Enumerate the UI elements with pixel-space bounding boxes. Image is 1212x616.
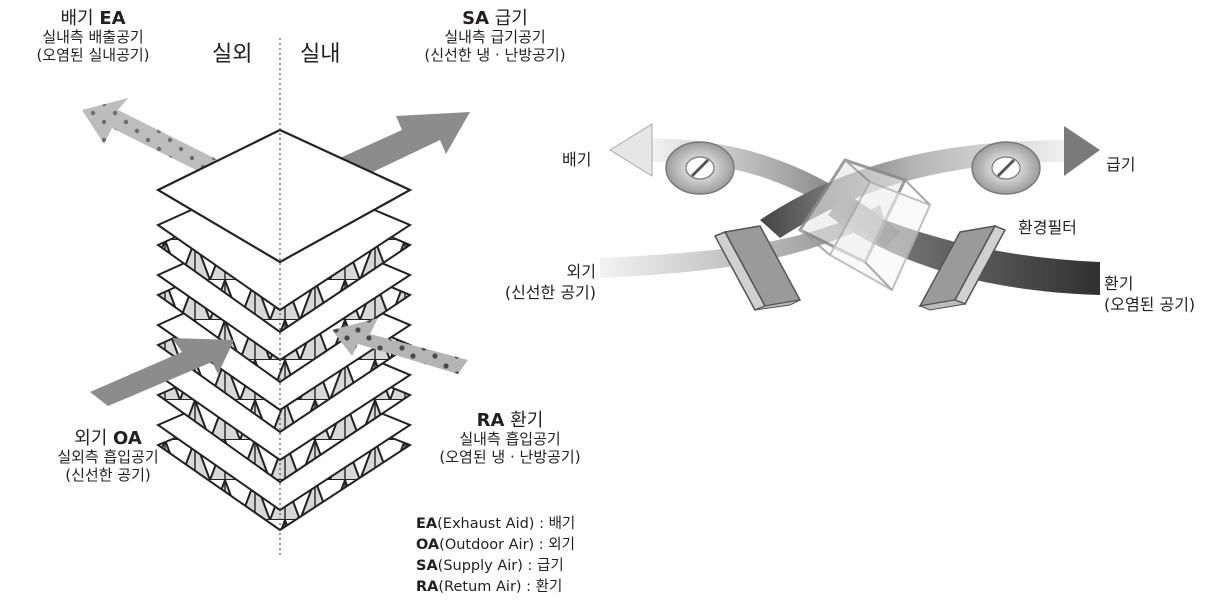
legend-item: RA(Retum Air) : 환기	[416, 577, 575, 598]
legend-item: OA(Outdoor Air) : 외기	[416, 535, 575, 556]
return-title: 환기	[1104, 274, 1134, 293]
legend-code: RA	[416, 578, 439, 595]
outdoor-title: 외기	[566, 262, 596, 281]
abbreviation-legend: EA(Exhaust Aid) : 배기 OA(Outdoor Air) : 외…	[416, 514, 575, 598]
exhaust-label: 배기	[562, 150, 592, 169]
zone-outdoor-label: 실외	[212, 42, 253, 67]
oa-prefix: 외기	[74, 428, 108, 449]
return-label: 환기 (오염된 공기)	[1104, 274, 1195, 316]
oa-note: (신선한 공기)	[65, 465, 151, 484]
sa-code: SA	[462, 8, 490, 29]
oa-label: 외기 OA 실외측 흡입공기 (신선한 공기)	[28, 428, 188, 485]
oa-code: OA	[113, 428, 142, 449]
legend-code: EA	[416, 516, 438, 532]
ra-code: RA	[476, 410, 505, 431]
return-note: (오염된 공기)	[1104, 294, 1196, 314]
ea-code: EA	[99, 8, 126, 29]
sa-suffix: 급기	[494, 8, 528, 29]
ra-note: (오염된 냉 · 난방공기)	[439, 447, 581, 466]
heat-exchanger-core	[82, 38, 470, 555]
sa-desc: 실내측 급기공기	[444, 28, 546, 47]
outdoor-label: 외기 (신선한 공기)	[486, 262, 596, 304]
outdoor-note: (신선한 공기)	[504, 282, 596, 302]
legend-text: (Exhaust Aid) : 배기	[437, 516, 576, 532]
exhaust-fan	[665, 141, 735, 195]
supply-label: 급기	[1106, 155, 1136, 174]
legend-text: (Supply Air) : 급기	[437, 557, 564, 574]
ra-desc: 실내측 흡입공기	[459, 430, 561, 449]
ventilator-schematic	[600, 123, 1100, 311]
oa-desc: 실외측 흡입공기	[57, 448, 159, 467]
sa-note: (신선한 냉 · 난방공기)	[424, 45, 566, 64]
ea-note: (오염된 실내공기)	[36, 45, 150, 64]
zone-indoor-label: 실내	[300, 42, 341, 67]
crossflow-core	[797, 158, 932, 292]
filter-left	[713, 225, 802, 311]
layer-stack	[155, 128, 413, 532]
sa-label: SA 급기 실내측 급기공기 (신선한 냉 · 난방공기)	[395, 8, 595, 65]
legend-text: (Retum Air) : 환기	[438, 578, 563, 595]
legend-text: (Outdoor Air) : 외기	[439, 536, 575, 553]
legend-item: SA(Supply Air) : 급기	[416, 556, 575, 577]
legend-code: OA	[416, 536, 440, 553]
filter-label: 환경필터	[1018, 218, 1077, 237]
ea-label: 배기 EA 실내측 배출공기 (오염된 실내공기)	[8, 8, 178, 65]
ra-label: RA 환기 실내측 흡입공기 (오염된 냉 · 난방공기)	[410, 410, 610, 467]
ra-suffix: 환기	[510, 410, 544, 431]
outdoor-air-flow	[600, 205, 884, 278]
filter-right	[918, 225, 1007, 311]
supply-fan	[971, 141, 1041, 195]
legend-code: SA	[416, 557, 438, 574]
oa-arrow	[90, 338, 234, 406]
legend-item: EA(Exhaust Aid) : 배기	[416, 514, 575, 535]
ea-desc: 실내측 배출공기	[42, 28, 144, 47]
ea-prefix: 배기	[60, 8, 94, 29]
sa-arrow	[340, 112, 470, 180]
